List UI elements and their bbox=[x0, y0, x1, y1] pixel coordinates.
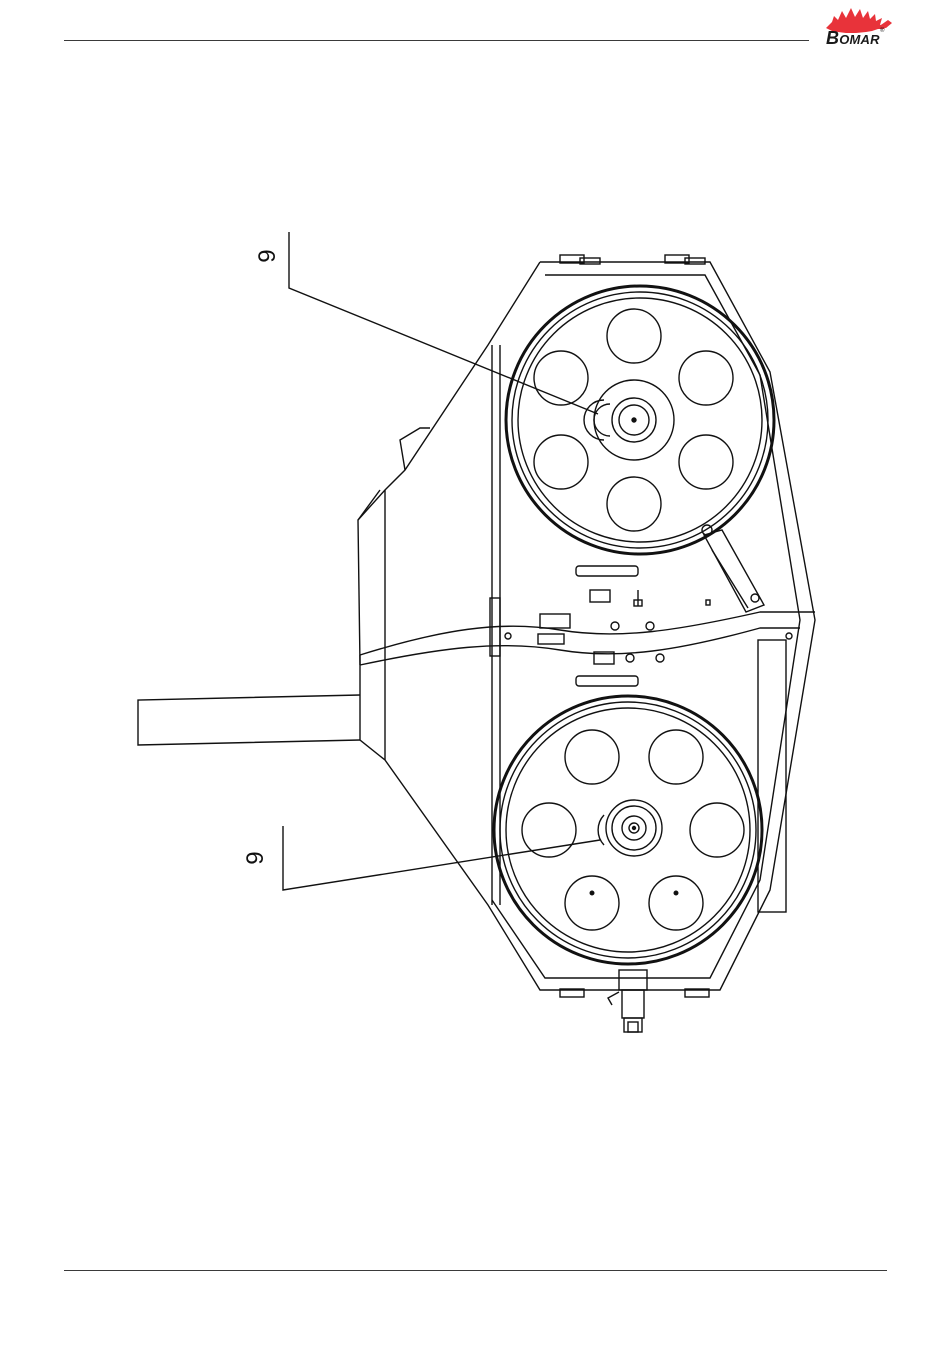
bottom-wheel bbox=[494, 696, 762, 964]
leader-lines bbox=[283, 232, 600, 890]
top-wheel bbox=[506, 286, 774, 554]
central-mechanism bbox=[490, 525, 792, 686]
callout-9-bottom: 9 bbox=[244, 846, 268, 870]
saw-blade-band bbox=[360, 612, 815, 665]
frame-outline bbox=[138, 255, 815, 997]
footer-rule bbox=[64, 1270, 887, 1271]
motor-bracket bbox=[608, 970, 647, 1032]
callout-9-top: 9 bbox=[256, 244, 280, 268]
